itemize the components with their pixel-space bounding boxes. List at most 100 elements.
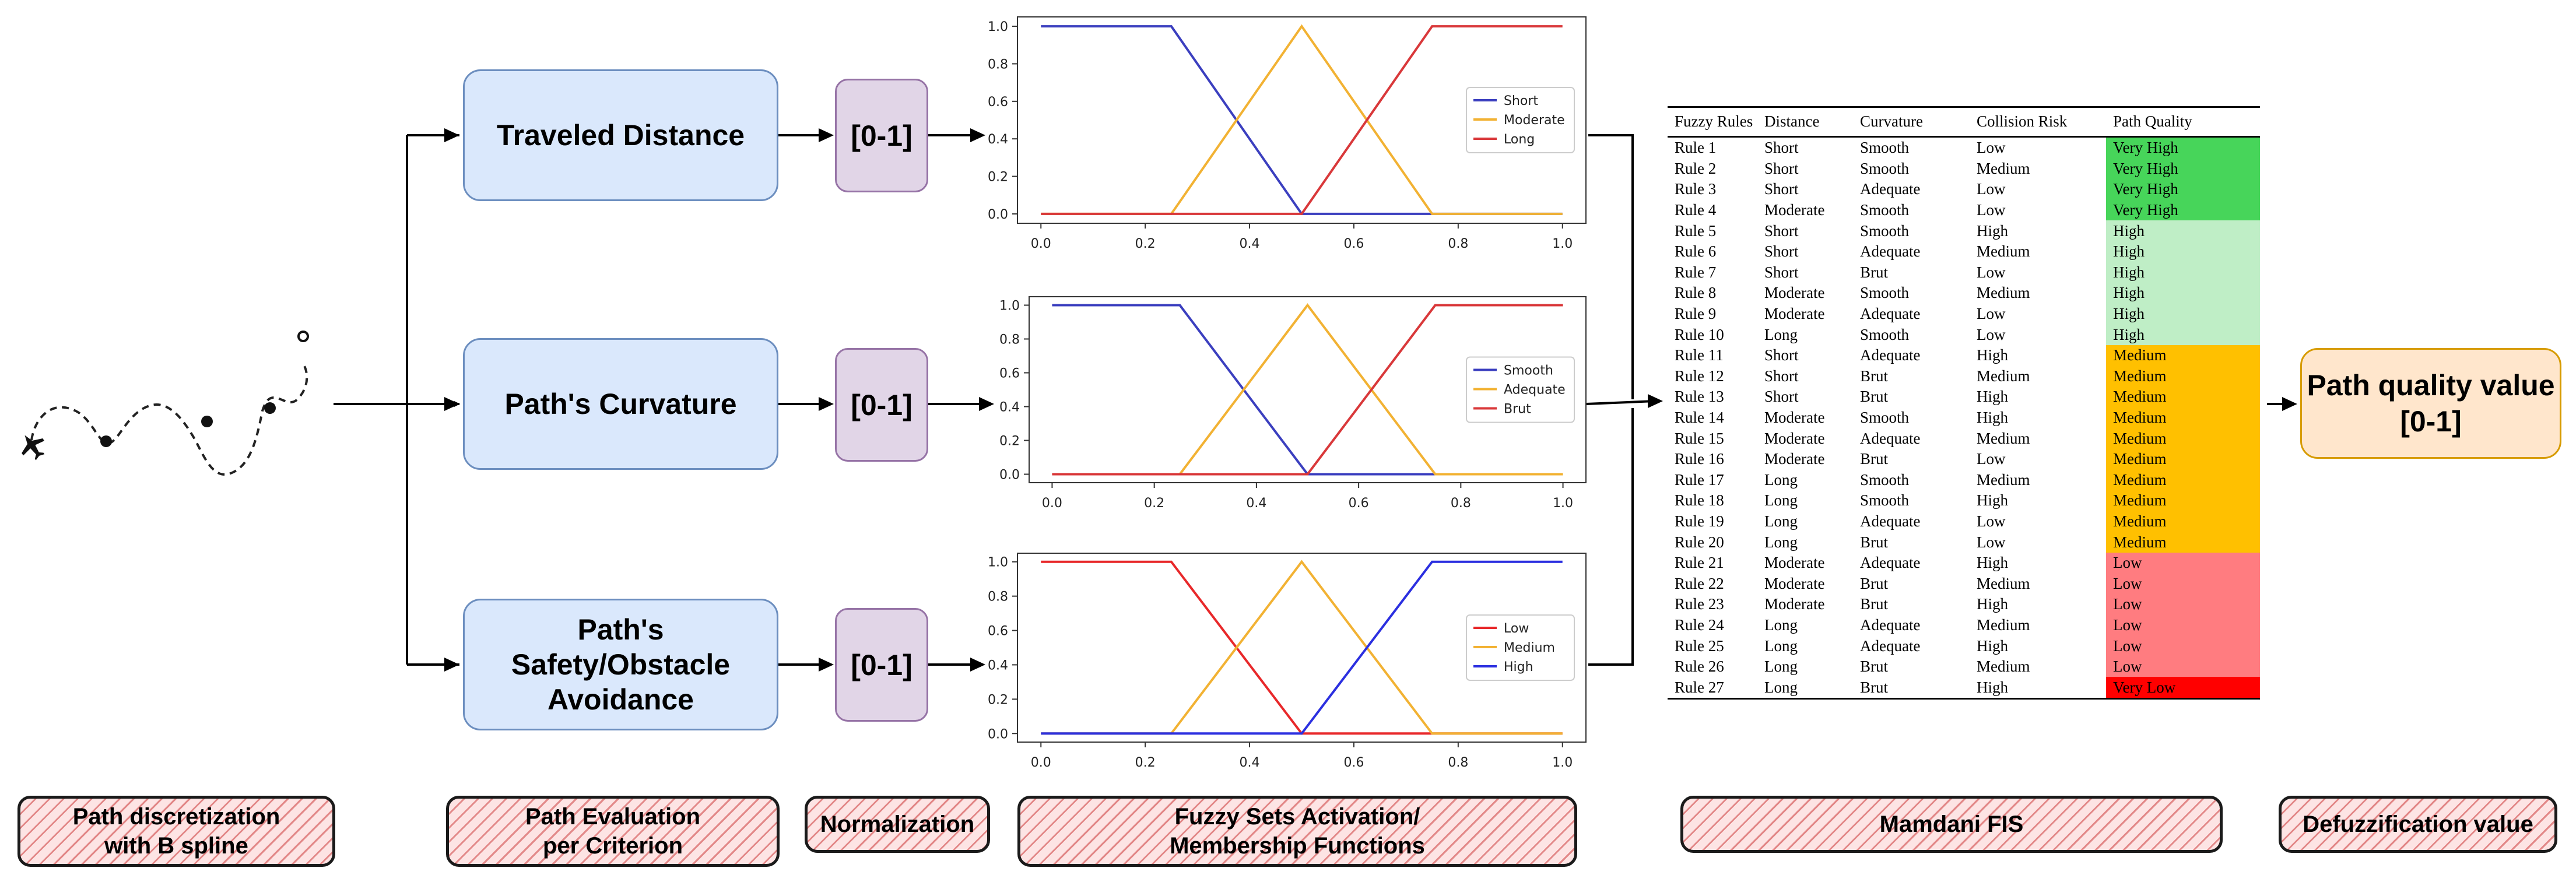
legend-label: Low [1504, 621, 1529, 636]
legend-box [1466, 87, 1575, 153]
legend-label: Moderate [1504, 113, 1565, 128]
path-quality-cell: Medium [2106, 366, 2260, 387]
rule-name-cell: Rule 9 [1675, 305, 1717, 323]
y-tick-label: 1.0 [988, 20, 1008, 34]
rule-name-cell: Rule 3 [1675, 180, 1717, 198]
path-quality-cell: High [2106, 324, 2260, 345]
x-tick-label: 0.6 [1343, 756, 1364, 770]
rule-name-cell: Rule 26 [1675, 658, 1724, 676]
safety-label-line-3: Avoidance [547, 683, 694, 716]
rule-name-cell: Rule 12 [1675, 367, 1724, 385]
path-quality-cell: Very Low [2106, 677, 2260, 700]
curvature-cell: Brut [1860, 595, 1889, 613]
normalization-label: [0-1] [851, 119, 913, 152]
header-path-quality: Path Quality [2106, 106, 2260, 138]
safety-box: Path's Safety/Obstacle Avoidance [463, 599, 778, 730]
fuzzy-rules-table: Fuzzy Rules Distance Curvature Collision… [1668, 106, 2260, 700]
distance-cell: Long [1764, 325, 1798, 343]
rule-name-cell: Rule 22 [1675, 574, 1724, 592]
knot-point-1 [100, 435, 112, 447]
curvature-cell: Adequate [1860, 243, 1921, 261]
rule-name-cell: Rule 23 [1675, 595, 1724, 613]
curvature-cell: Brut [1860, 450, 1889, 468]
collision-risk-cell: Medium [1977, 470, 2030, 489]
x-tick-label: 0.6 [1343, 237, 1364, 251]
y-tick-label: 0.8 [999, 333, 1020, 347]
rule-name-cell: Rule 4 [1675, 201, 1717, 219]
path-quality-cell: Low [2106, 573, 2260, 595]
rule-name-cell: Rule 15 [1675, 429, 1724, 447]
curvature-cell: Brut [1860, 388, 1889, 406]
rule-name-cell: Rule 17 [1675, 470, 1724, 489]
distance-cell: Long [1764, 658, 1798, 676]
x-tick-label: 0.0 [1031, 237, 1051, 251]
x-tick-label: 1.0 [1552, 237, 1573, 251]
stage-evaluation-line-1: Path Evaluation [525, 804, 701, 830]
y-tick-label: 0.6 [988, 624, 1008, 639]
x-tick-label: 0.2 [1144, 496, 1164, 511]
distance-cell: Short [1764, 243, 1799, 261]
distance-cell: Short [1764, 139, 1799, 157]
stage-mamdani-line-1: Mamdani FIS [1879, 811, 2024, 837]
distance-cell: Moderate [1764, 450, 1825, 468]
distance-cell: Moderate [1764, 554, 1825, 572]
curvature-cell: Adequate [1860, 180, 1921, 198]
collision-risk-cell: Low [1977, 533, 2006, 551]
header-fuzzy-rules: Fuzzy Rules [1668, 106, 1757, 138]
rule-name-cell: Rule 7 [1675, 263, 1717, 281]
legend-label: Short [1504, 94, 1538, 108]
curvature-cell: Smooth [1860, 139, 1910, 157]
distance-cell: Long [1764, 470, 1798, 489]
collision-risk-cell: Medium [1977, 284, 2030, 302]
normalization-box-1: [0-1] [835, 79, 928, 192]
path-quality-cell: Medium [2106, 532, 2260, 553]
stage-evaluation: Path Evaluation per Criterion [446, 796, 780, 867]
y-tick-label: 0.6 [999, 367, 1020, 381]
legend-label: Adequate [1504, 383, 1566, 398]
curvature-cell: Smooth [1860, 325, 1910, 343]
collision-risk-cell: Low [1977, 180, 2006, 198]
curvature-cell: Smooth [1860, 159, 1910, 177]
curvature-cell: Adequate [1860, 554, 1921, 572]
legend-box [1466, 356, 1575, 423]
rule-name-cell: Rule 5 [1675, 222, 1717, 240]
distance-cell: Short [1764, 263, 1799, 281]
path-quality-cell: High [2106, 241, 2260, 262]
curvature-cell: Adequate [1860, 637, 1921, 655]
safety-label-line-2: Safety/Obstacle [511, 648, 731, 681]
legend-label: High [1504, 660, 1533, 674]
legend-box [1466, 614, 1575, 681]
distance-cell: Long [1757, 677, 1853, 700]
path-quality-cell: Low [2106, 552, 2260, 574]
knot-point-3 [264, 402, 276, 414]
distance-cell: Long [1764, 637, 1798, 655]
rule-name-cell: Rule 2 [1675, 159, 1717, 177]
curvature-cell: Brut [1860, 658, 1889, 676]
curvature-cell: Smooth [1860, 491, 1910, 509]
distance-cell: Short [1764, 159, 1799, 177]
stage-discretization-line-1: Path discretization [72, 804, 280, 830]
distance-cell: Short [1764, 346, 1799, 364]
path-quality-cell: Low [2106, 635, 2260, 656]
collision-risk-cell: Medium [1977, 243, 2030, 261]
curvature-cell: Smooth [1860, 470, 1910, 489]
path-quality-cell: Low [2106, 614, 2260, 636]
path-illustration [22, 331, 309, 476]
curvature-cell: Adequate [1860, 512, 1921, 530]
path-quality-cell: Medium [2106, 345, 2260, 366]
collision-risk-cell: Low [1977, 139, 2006, 157]
curvature-cell: Adequate [1860, 429, 1921, 447]
